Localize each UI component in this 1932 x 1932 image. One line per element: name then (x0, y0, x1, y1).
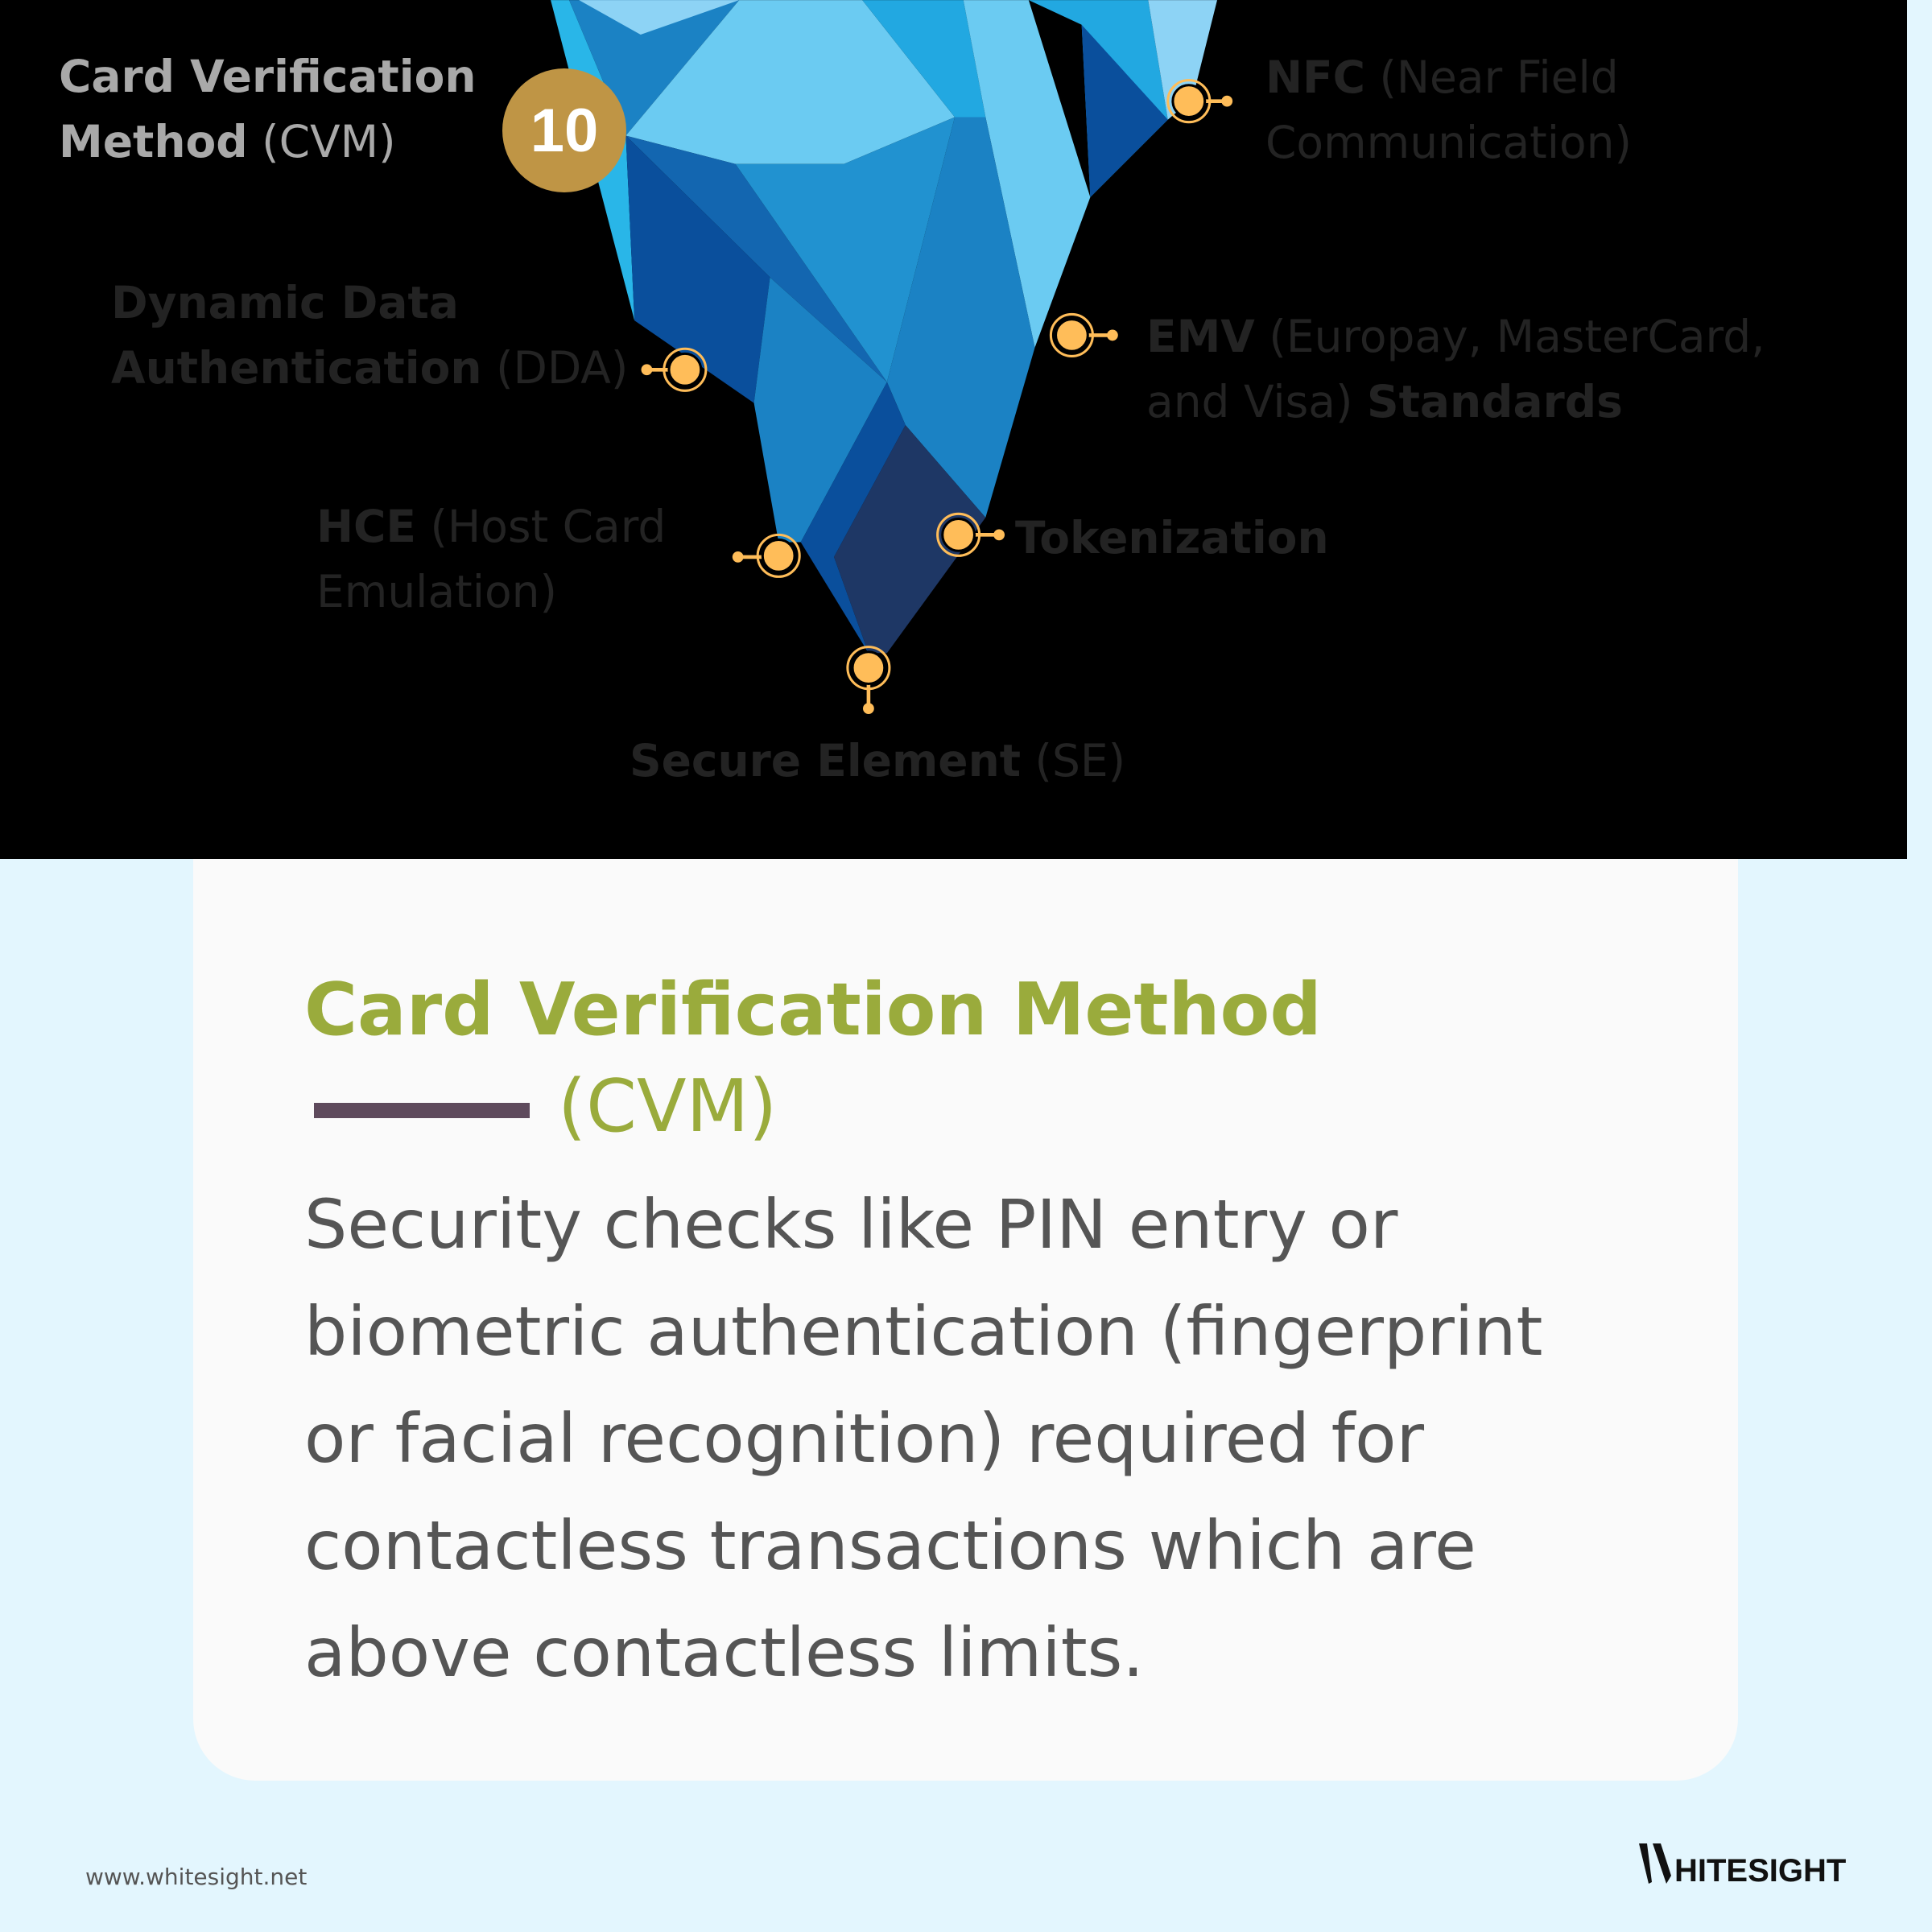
iceberg-illustration (551, 0, 1233, 715)
label-se-bold: Secure Element (630, 735, 1022, 786)
connector-dots (641, 79, 1233, 715)
label-emv-line2: and Visa) (1146, 376, 1353, 427)
body-line: above contactless limits. (304, 1613, 1145, 1692)
label-hce-line2: Emulation) (316, 566, 557, 617)
label-se: Secure Element (SE) (630, 729, 1125, 794)
description-card (193, 859, 1738, 1781)
body-line: Security checks like PIN entry or (304, 1185, 1398, 1264)
dot-tokenization (936, 512, 1005, 557)
label-nfc: NFC (Near Field Communication) (1265, 45, 1632, 175)
label-emv-bold: EMV (1146, 311, 1255, 362)
dot-emv (1049, 312, 1118, 357)
whitesight-logo: HITESIGHT (1639, 1843, 1847, 1889)
label-se-abbr: (SE) (1034, 735, 1126, 786)
card-body: Security checks like PIN entry or biomet… (304, 1171, 1737, 1707)
label-dda-abbr: (DDA) (496, 342, 629, 394)
logo-text: HITESIGHT (1674, 1853, 1847, 1889)
label-dda-line1: Dynamic Data (111, 277, 459, 328)
step-number-badge: 10 (502, 68, 626, 192)
body-line: contactless transactions which are (304, 1506, 1476, 1585)
iceberg-hero: 10 Card Verification Method (CVM) Dynami… (0, 0, 1907, 859)
dot-hce (732, 533, 801, 578)
label-hce-bold: HCE (316, 501, 416, 552)
label-cvm-abbr: (CVM) (262, 116, 396, 167)
label-hce-line1: (Host Card (430, 501, 667, 552)
label-cvm-bold: Method (59, 116, 248, 167)
body-line: biometric authentication (fingerprint (304, 1292, 1543, 1371)
body-line: or facial recognition) required for (304, 1399, 1425, 1478)
label-nfc-line2: Communication) (1265, 117, 1632, 168)
footer-url[interactable]: www.whitesight.net (85, 1864, 308, 1890)
label-tokenization-bold: Tokenization (1015, 512, 1329, 564)
dot-nfc (1166, 79, 1233, 124)
card-title-abbr: (CVM) (558, 1064, 778, 1149)
label-emv-line1: (Europay, MasterCard, (1269, 311, 1765, 362)
dot-dda (641, 347, 708, 392)
label-nfc-bold: NFC (1265, 52, 1365, 103)
label-emv-standards: Standards (1366, 376, 1623, 427)
label-nfc-line1: (Near Field (1379, 52, 1619, 103)
label-dda-bold: Authentication (111, 342, 482, 394)
iceberg-facets (551, 0, 1217, 654)
label-hce: HCE (Host Card Emulation) (316, 494, 666, 625)
label-emv: EMV (Europay, MasterCard, and Visa) Stan… (1146, 304, 1765, 435)
label-cvm-line1: Card Verification (59, 51, 477, 102)
logo-w-mark-icon (1639, 1843, 1671, 1884)
label-cvm: Card Verification Method (CVM) (59, 44, 477, 175)
dot-se (846, 646, 891, 715)
label-tokenization: Tokenization (1015, 506, 1329, 571)
label-dda: Dynamic Data Authentication (DDA) (111, 270, 628, 401)
card-title: Card Verification Method (304, 968, 1322, 1052)
title-accent-bar (314, 1103, 530, 1118)
